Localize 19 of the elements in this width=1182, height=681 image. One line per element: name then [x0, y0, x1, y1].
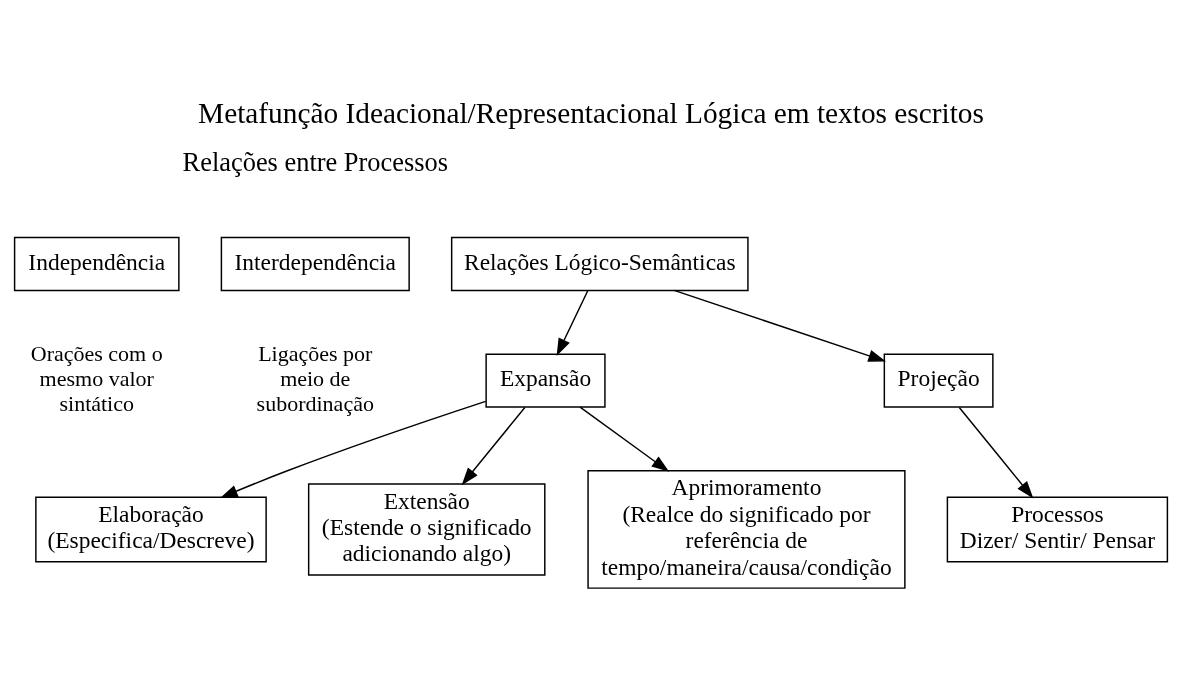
node-box: Relações Lógico-Semânticas [450, 236, 749, 291]
arrow [673, 289, 886, 362]
node-label: Orações com o mesmo valor sintático [30, 340, 163, 416]
node-box: Independência [13, 236, 180, 291]
label: Relações entre Processos [182, 146, 448, 177]
node-box: Expansão [485, 352, 606, 408]
node-box: Elaboração (Especifica/Descreve) [35, 495, 267, 562]
arrow [461, 406, 526, 485]
node-box: Extensão (Estende o significado adicionando algo) [307, 482, 546, 576]
arrow [220, 400, 487, 498]
node-label: Ligações por meio de subordinação [256, 340, 374, 416]
arrow [579, 405, 670, 472]
node-box: Aprimoramento (Realce do significado por referência de tempo/maneira/causa/condição [587, 469, 906, 589]
diagram-title: Metafunção Ideacional/Representacional Lógica em textos escritos [198, 96, 984, 129]
arrow [556, 289, 589, 356]
arrow [958, 406, 1034, 498]
node-box: Projeção [883, 352, 994, 408]
node-box: Interdependência [220, 236, 410, 291]
node-box: Processos Dizer/ Sentir/ Pensar [946, 495, 1169, 562]
